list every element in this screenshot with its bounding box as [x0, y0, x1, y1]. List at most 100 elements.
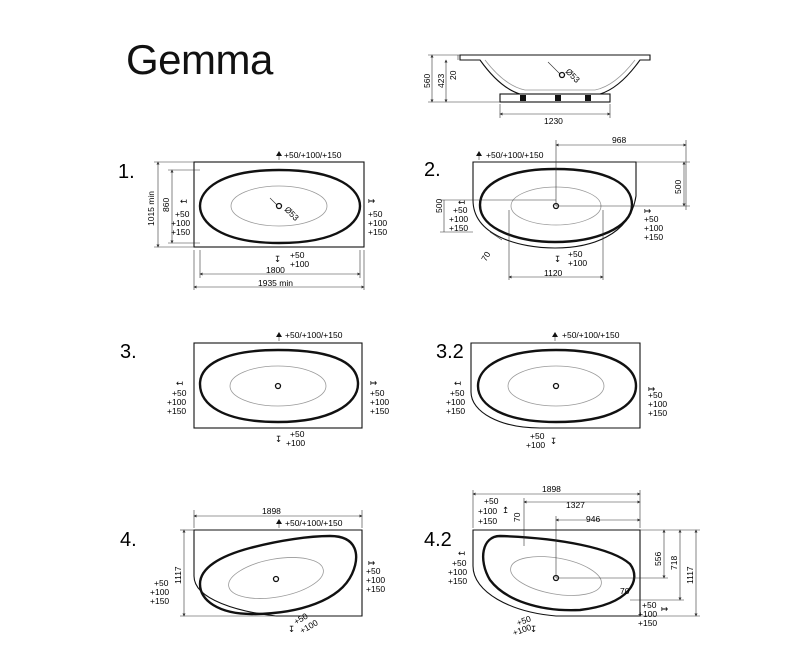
svg-text:+100: +100 — [150, 587, 169, 597]
svg-text:+150: +150 — [446, 406, 465, 416]
svg-text:+100: +100 — [171, 218, 190, 228]
svg-text:968: 968 — [612, 135, 626, 145]
svg-text:+150: +150 — [478, 516, 497, 526]
svg-text:718: 718 — [669, 556, 679, 570]
svg-text:↦: ↦ — [368, 558, 376, 568]
svg-text:500: 500 — [673, 180, 683, 194]
svg-text:+150: +150 — [366, 584, 385, 594]
drain-label: Ø53 — [283, 204, 302, 223]
svg-text:1117: 1117 — [685, 566, 695, 584]
svg-text:+50: +50 — [154, 578, 169, 588]
svg-text:+100: +100 — [366, 575, 385, 585]
svg-text:+50: +50 — [450, 388, 465, 398]
svg-text:↧: ↧ — [530, 624, 537, 634]
svg-text:1015 min: 1015 min — [146, 191, 156, 226]
variant-number: 3. — [120, 341, 137, 363]
svg-text:+50: +50 — [175, 209, 190, 219]
svg-text:556: 556 — [653, 552, 663, 566]
svg-text:+100: +100 — [511, 622, 533, 638]
side-view: Ø53 560 423 20 1230 — [422, 54, 651, 126]
svg-text:1800: 1800 — [266, 265, 285, 275]
svg-text:+100: +100 — [286, 438, 305, 448]
variant-number: 4.2 — [424, 529, 452, 551]
side-height-top: 20 — [448, 70, 458, 80]
variant-number: 3.2 — [436, 341, 464, 363]
svg-text:+100: +100 — [446, 397, 465, 407]
svg-text:500: 500 — [434, 199, 444, 213]
svg-text:+150: +150 — [644, 232, 663, 242]
svg-text:+100: +100 — [478, 506, 497, 516]
svg-text:+50: +50 — [452, 558, 467, 568]
svg-text:↦: ↦ — [370, 378, 378, 388]
variant-3: 3. +50/+100/+150 ↤ +50 +100 +150 ↦ +50 +… — [120, 330, 389, 448]
svg-text:↧: ↧ — [288, 624, 295, 634]
svg-text:+50: +50 — [648, 390, 663, 400]
variant-4-2: 4.2 +50 +100 +150 ↥ ↤ +50 +100 +150 +50 … — [424, 484, 700, 638]
svg-text:+50/+100/+150: +50/+100/+150 — [285, 330, 343, 340]
svg-text:+50: +50 — [366, 566, 381, 576]
svg-text:+100: +100 — [449, 214, 468, 224]
variant-number: 1. — [118, 161, 135, 183]
svg-text:+100: +100 — [638, 609, 657, 619]
side-height-rim: 423 — [436, 74, 446, 88]
variant-2: 2. +50/+100/+150 ↤ +50 +100 +150 ↦ +50 +… — [424, 135, 690, 280]
svg-text:946: 946 — [586, 514, 600, 524]
svg-text:+100: +100 — [167, 397, 186, 407]
side-width: 1230 — [544, 116, 563, 126]
svg-text:+100: +100 — [448, 567, 467, 577]
svg-text:↧: ↧ — [550, 436, 557, 446]
variant-number: 2. — [424, 159, 441, 181]
svg-text:+50: +50 — [644, 214, 659, 224]
variant-number: 4. — [120, 529, 137, 551]
variant-1: 1. Ø53 +50/+100/+150 ↤ +50 +100 +150 ↦ +… — [118, 150, 387, 290]
svg-text:1935 min: 1935 min — [258, 278, 293, 288]
side-height-total: 560 — [422, 74, 432, 88]
svg-text:+150: +150 — [368, 227, 387, 237]
svg-text:↤: ↤ — [176, 378, 184, 388]
svg-text:+50/+100/+150: +50/+100/+150 — [562, 330, 620, 340]
svg-text:+50: +50 — [530, 431, 545, 441]
svg-text:+50: +50 — [368, 209, 383, 219]
svg-text:70: 70 — [512, 512, 522, 522]
svg-text:1898: 1898 — [542, 484, 561, 494]
svg-text:+50: +50 — [370, 388, 385, 398]
svg-text:+50: +50 — [515, 613, 532, 627]
variant-4: 4. +50/+100/+150 ↦ +50 +100 +150 +50 +10… — [120, 506, 385, 636]
page-title: Gemma — [126, 36, 273, 83]
svg-text:↧: ↧ — [275, 434, 282, 444]
svg-text:70: 70 — [620, 586, 630, 596]
svg-text:+150: +150 — [638, 618, 657, 628]
svg-text:+100: +100 — [526, 440, 545, 450]
svg-text:↥: ↥ — [502, 505, 509, 515]
top-adjust: +50/+100/+150 — [284, 150, 342, 160]
svg-text:↧: ↧ — [554, 254, 561, 264]
svg-text:+150: +150 — [370, 406, 389, 416]
svg-text:1120: 1120 — [544, 268, 563, 278]
svg-text:+50: +50 — [290, 429, 305, 439]
svg-text:+100: +100 — [370, 397, 389, 407]
svg-text:860: 860 — [161, 198, 171, 212]
svg-text:+50/+100/+150: +50/+100/+150 — [285, 518, 343, 528]
svg-text:+100: +100 — [568, 258, 587, 268]
svg-text:+50: +50 — [568, 249, 583, 259]
svg-text:+50: +50 — [290, 250, 305, 260]
svg-text:+50/+100/+150: +50/+100/+150 — [486, 150, 544, 160]
right-arrow: ↦ — [368, 196, 376, 206]
svg-text:+150: +150 — [448, 576, 467, 586]
left-arrow: ↤ — [180, 196, 188, 206]
svg-text:+100: +100 — [368, 218, 387, 228]
svg-text:↤: ↤ — [458, 197, 466, 207]
variant-3-2: 3.2 +50/+100/+150 ↤ +50 +100 +150 ↦ +50 … — [436, 330, 667, 450]
svg-text:+50: +50 — [642, 600, 657, 610]
svg-text:↦: ↦ — [644, 206, 652, 216]
svg-text:↤: ↤ — [458, 548, 466, 558]
svg-text:1327: 1327 — [566, 500, 585, 510]
svg-text:+100: +100 — [290, 259, 309, 269]
svg-text:+100: +100 — [648, 399, 667, 409]
svg-text:70: 70 — [479, 250, 493, 263]
svg-text:+150: +150 — [150, 596, 169, 606]
svg-text:↦: ↦ — [648, 384, 656, 394]
svg-text:+150: +150 — [167, 406, 186, 416]
svg-text:+150: +150 — [648, 408, 667, 418]
